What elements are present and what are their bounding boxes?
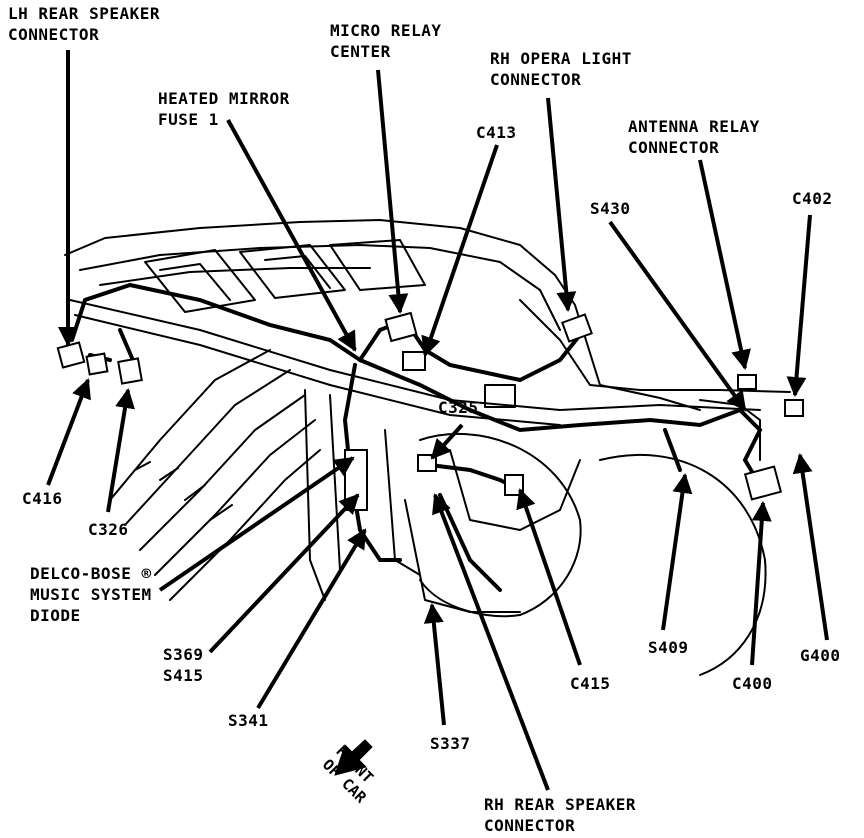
label-s369-s415: S369 S415 [163,645,204,685]
label-c402: C402 [792,189,833,208]
arrow-c416 [46,378,91,486]
arrow-micro-relay [376,69,409,314]
arrow-delco-bose [158,456,355,592]
arrow-c402 [786,214,812,397]
arrow-g400 [792,453,829,641]
label-s341: S341 [228,711,269,730]
antenna-relay-connector [737,374,757,390]
label-antenna-relay-connector: ANTENNA RELAY CONNECTOR [628,117,760,157]
arrow-s409 [661,473,693,631]
front-arrow-icon [334,739,373,776]
label-c416: C416 [22,489,63,508]
connector-c326 [117,357,143,385]
car-body-structure [64,219,791,676]
label-rh-opera-light-connector: RH OPERA LIGHT CONNECTOR [490,49,632,89]
label-c326: C326 [88,520,129,539]
arrow-c415 [516,488,582,666]
arrow-s341 [256,528,367,710]
label-s337: S337 [430,734,471,753]
opera-light-connector [561,313,593,343]
label-c415: C415 [570,674,611,693]
connector-c416 [56,341,86,369]
label-g400: G400 [800,646,841,665]
arrow-antenna-relay [698,159,751,370]
arrow-heated-mirror [226,119,357,352]
label-s409: S409 [648,638,689,657]
label-c400: C400 [732,674,773,693]
label-delco-bose-diode: DELCO-BOSE ® MUSIC SYSTEM DIODE [30,564,152,625]
connector-c400 [743,465,783,501]
arrow-c413 [421,144,499,357]
label-rh-rear-speaker-connector: RH REAR SPEAKER CONNECTOR [484,795,636,835]
arrow-c326 [106,388,135,513]
arrow-rh-opera-light [546,97,577,312]
micro-relay-center [384,311,418,343]
connector-c416b [85,352,109,376]
arrow-s430 [608,220,747,412]
arrow-c325 [430,423,464,460]
arrow-s369-s415 [208,493,360,654]
arrow-c400 [750,501,772,666]
label-c325: C325 [438,398,479,417]
label-micro-relay-center: MICRO RELAY CENTER [330,21,442,61]
label-s430: S430 [590,199,631,218]
connector-c413 [402,351,426,371]
label-heated-mirror-fuse: HEATED MIRROR FUSE 1 [158,89,290,129]
arrow-rh-rear-speaker [432,493,550,791]
connector-c402 [784,399,804,417]
arrow-s337 [423,603,446,726]
label-lh-rear-speaker-connector: LH REAR SPEAKER CONNECTOR [8,4,160,44]
leader-arrows [46,50,829,791]
label-c413: C413 [476,123,517,142]
